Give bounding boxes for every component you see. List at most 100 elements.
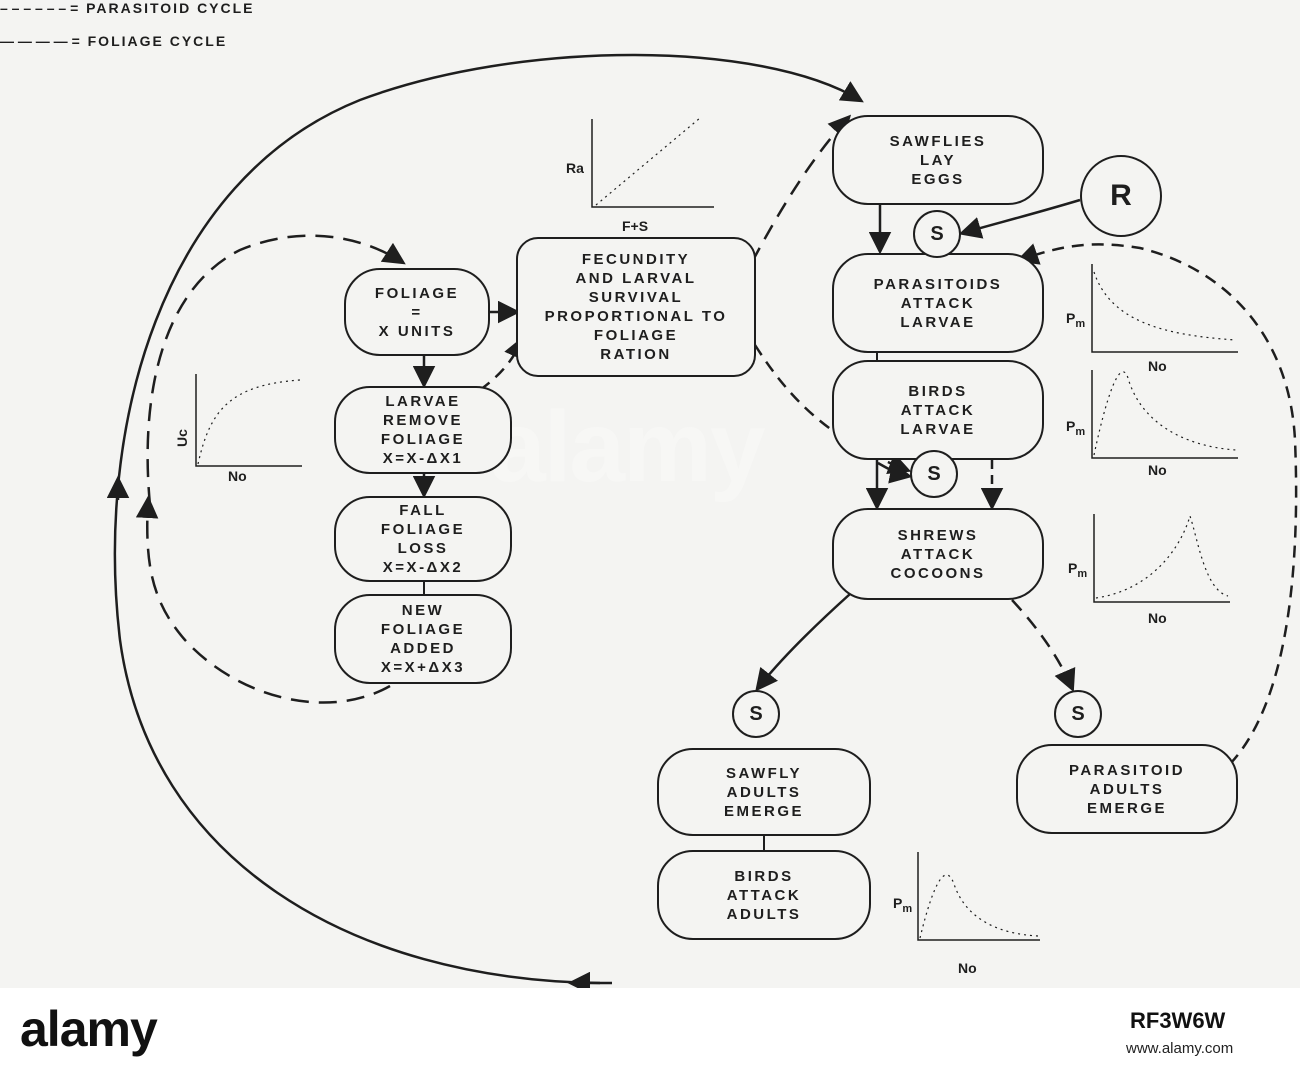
watermark: alamy xyxy=(490,391,766,503)
graph-pm2-axes xyxy=(1091,370,1238,459)
box-line: PROPORTIONAL TO xyxy=(544,308,728,325)
graph-uc-axes xyxy=(195,374,302,467)
box-line: LARVAE xyxy=(385,393,461,410)
box-line: ADULTS xyxy=(726,783,802,801)
box-line: ATTACK xyxy=(900,545,976,563)
legend-parasitoid: – – – – – – = PARASITOID CYCLE xyxy=(0,0,255,16)
box-line: FOLIAGE xyxy=(380,431,466,448)
box-fecundity-larval-survival: FECUNDITY AND LARVAL SURVIVAL PROPORTIONAL … xyxy=(516,237,756,377)
box-line: = xyxy=(411,303,423,321)
diagram-connectors xyxy=(106,53,1298,988)
circle-s-sawfly: S xyxy=(732,690,780,738)
graph-uc-xlabel: No xyxy=(228,468,247,484)
legend-foliage: — — — — = FOLIAGE CYCLE xyxy=(0,33,228,49)
box-line: FECUNDITY xyxy=(581,251,691,268)
box-fall-foliage-loss: FALL FOLIAGE LOSS X=X-ΔX2 xyxy=(334,496,512,582)
box-line: ADULTS xyxy=(726,905,802,923)
box-line: ATTACK xyxy=(726,886,802,904)
graph-pm3-xlabel: No xyxy=(1148,610,1167,626)
box-larvae-remove-foliage: LARVAE REMOVE FOLIAGE X=X-ΔX1 xyxy=(334,386,512,474)
box-line: LARVAE xyxy=(900,313,976,331)
graph-pm2-xlabel: No xyxy=(1148,462,1167,478)
graph-pm4-axes xyxy=(917,852,1040,941)
box-line: EGGS xyxy=(911,170,965,188)
box-line: PARASITOID xyxy=(1068,761,1186,779)
graph-pm4-ylabel: Pm xyxy=(893,895,913,915)
box-line: NEW xyxy=(401,602,445,619)
graph-pm2-curve xyxy=(1093,371,1237,456)
box-line: ADDED xyxy=(390,640,456,657)
box-line: EMERGE xyxy=(723,802,804,820)
shrews-to-s-sawfly xyxy=(755,593,851,692)
graph-ra-curve xyxy=(595,117,701,206)
graph-pm3-axes xyxy=(1093,514,1230,603)
box-line: ATTACK xyxy=(900,294,976,312)
box-line: EMERGE xyxy=(1086,799,1167,817)
box-line: FOLIAGE xyxy=(380,521,466,538)
box-line: X=X-ΔX1 xyxy=(382,450,464,467)
circle-s-parasitoid: S xyxy=(1054,690,1102,738)
image-ref-url: www.alamy.com xyxy=(1126,1040,1234,1057)
graph-pm3-ylabel: Pm xyxy=(1068,560,1088,580)
diagram-canvas: alamy – – – – – – = PARASITOID CYCLE — —… xyxy=(0,0,1300,988)
box-line: SAWFLIES xyxy=(889,132,987,150)
box-line: LAY xyxy=(919,151,957,169)
graph-ra-xlabel: F+S xyxy=(622,218,649,234)
parasitoid-return xyxy=(1015,243,1298,765)
foliage-cycle-lower xyxy=(135,495,391,704)
circle-r: R xyxy=(1080,155,1162,237)
box-line: FALL xyxy=(399,502,447,519)
box-line: X=X-ΔX2 xyxy=(382,559,464,576)
graph-pm4-xlabel: No xyxy=(958,960,977,976)
box-line: AND LARVAL xyxy=(575,270,697,287)
circle-s-eggs: S xyxy=(913,210,961,258)
graph-pm1-ylabel: Pm xyxy=(1066,310,1086,330)
main-cycle-arrow xyxy=(113,53,864,985)
graph-ra-axes xyxy=(591,119,714,208)
box-line: COCOONS xyxy=(890,564,986,582)
box-line: BIRDS xyxy=(734,867,794,885)
graph-ra-ylabel: Ra xyxy=(566,160,584,176)
fecundity-to-sawflies xyxy=(750,114,852,263)
box-foliage-units: FOLIAGE=X UNITS xyxy=(344,268,490,356)
box-line: LOSS xyxy=(397,540,449,557)
graph-pm1-axes xyxy=(1091,264,1238,353)
box-line: X UNITS xyxy=(378,322,456,340)
box-line: REMOVE xyxy=(382,412,463,429)
box-line: SHREWS xyxy=(897,526,979,544)
graph-uc-ylabel: Uc xyxy=(173,429,190,447)
foliage-cycle-upper xyxy=(146,234,406,506)
shrews-to-s-parasitoid xyxy=(1011,599,1076,693)
box-line: BIRDS xyxy=(908,382,968,400)
box-line: SURVIVAL xyxy=(588,289,684,306)
box-line: FOLIAGE xyxy=(374,284,460,302)
circle-s-larvae: S xyxy=(910,450,958,498)
image-ref-code: RF3W6W xyxy=(1130,1008,1226,1033)
box-line: SAWFLY xyxy=(725,764,803,782)
graph-uc-curve xyxy=(197,379,301,465)
r-to-s xyxy=(958,198,1081,239)
graph-pm1-xlabel: No xyxy=(1148,358,1167,374)
graph-pm3-curve xyxy=(1095,513,1229,599)
box-line: PARASITOIDS xyxy=(873,275,1003,293)
box-line: RATION xyxy=(600,346,672,363)
footer: alamy RF3W6W www.alamy.com xyxy=(0,988,1300,1077)
box-line: LARVAE xyxy=(900,420,976,438)
birds-to-s xyxy=(877,461,913,484)
graph-pm2-ylabel: Pm xyxy=(1066,418,1086,438)
graph-pm4-curve xyxy=(919,874,1039,939)
box-line: X=X+ΔX3 xyxy=(380,659,466,676)
brand-logo: alamy xyxy=(20,1001,158,1057)
box-new-foliage-added: NEW FOLIAGE ADDED X=X+ΔX3 xyxy=(334,594,512,684)
larvae-to-fecundity xyxy=(479,335,525,391)
box-line: ADULTS xyxy=(1089,780,1165,798)
box-line: FOLIAGE xyxy=(380,621,466,638)
box-line: ATTACK xyxy=(900,401,976,419)
